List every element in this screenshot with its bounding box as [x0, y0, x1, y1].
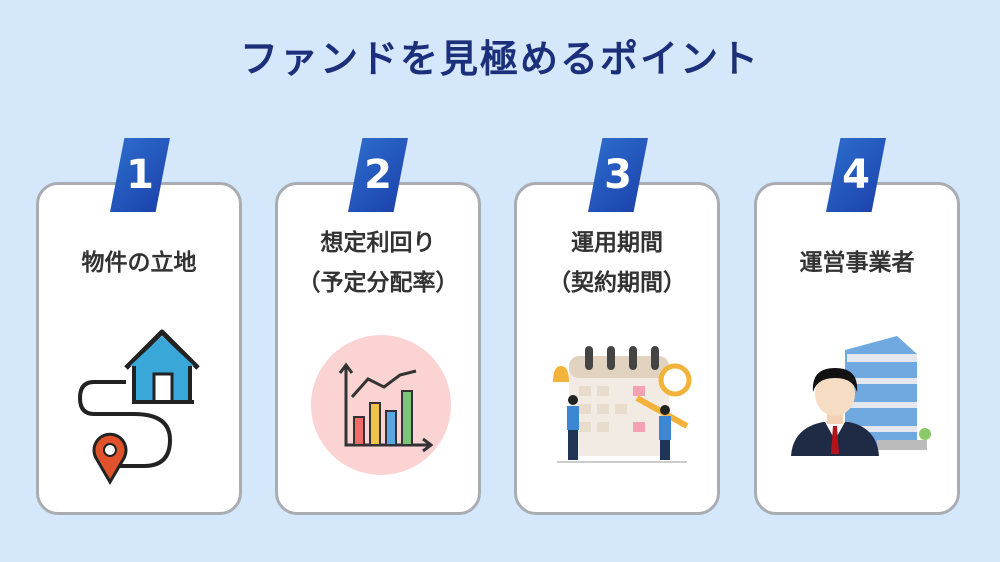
point-number: 2: [364, 152, 392, 198]
point-title-line-2: （契約期間）: [548, 270, 686, 296]
point-badge-1: 1: [110, 138, 170, 212]
bar-chart-icon: [311, 335, 451, 475]
point-number: 3: [604, 152, 632, 198]
point-badge-4: 4: [826, 138, 886, 212]
businessman-building-icon: [791, 336, 931, 456]
point-title-line-1: 想定利回り: [320, 230, 436, 256]
point-number: 1: [126, 152, 154, 198]
point-card-4: 運営事業者: [754, 182, 960, 515]
point-card-3: 運用期間 （契約期間）: [514, 182, 720, 515]
point-badge-3: 3: [588, 138, 648, 212]
point-card-2: 想定利回り （予定分配率）: [275, 182, 481, 515]
calendar-schedule-icon: [553, 346, 692, 463]
point-badge-2: 2: [348, 138, 408, 212]
point-number: 4: [842, 152, 870, 198]
point-title-line-2: （予定分配率）: [297, 270, 459, 296]
point-title-line-1: 運用期間: [571, 230, 663, 256]
point-title: 運営事業者: [799, 250, 915, 276]
page-title: ファンドを見極めるポイント: [239, 37, 760, 81]
point-card-1: 物件の立地: [36, 182, 242, 515]
house-location-icon: [77, 329, 200, 485]
point-title: 物件の立地: [81, 250, 197, 276]
